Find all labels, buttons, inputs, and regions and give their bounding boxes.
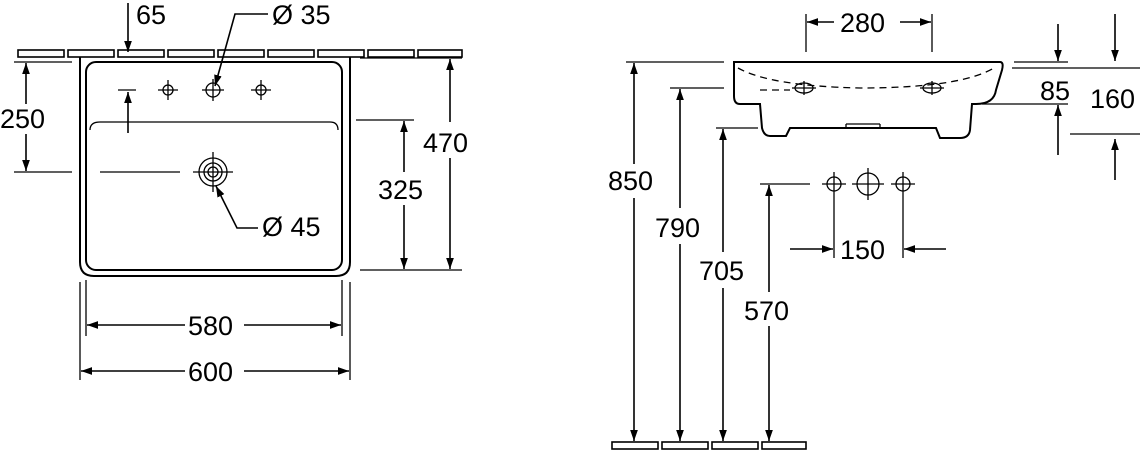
basin-outer-outline: [79, 57, 351, 277]
dim-label-tap-diameter: Ø 35: [272, 0, 331, 30]
basin-bowl-edge: [89, 121, 339, 131]
dim-label-160: 160: [1090, 84, 1135, 114]
dim-label-250: 250: [0, 104, 45, 134]
floor-segment: [611, 441, 807, 450]
tap-hole-left-icon: [158, 80, 178, 100]
fixing-hole-right-icon: [920, 81, 944, 95]
tap-hole-side-center-icon: [852, 168, 884, 200]
drain-icon: [193, 152, 233, 192]
tap-hole-side-right-icon: [891, 172, 915, 196]
dim-label-85: 85: [1040, 76, 1070, 106]
dim-label-850: 850: [608, 166, 653, 196]
front-view: 65 Ø 35 250 470 325 Ø 45 580: [0, 0, 468, 387]
tap-hole-center-icon: [202, 79, 224, 101]
basin-rim-outline: [85, 61, 343, 271]
dim-label-150: 150: [840, 235, 885, 265]
dim-label-580: 580: [188, 311, 233, 341]
dim-label-325: 325: [378, 175, 423, 205]
dim-label-65: 65: [136, 0, 166, 30]
dim-label-280: 280: [840, 8, 885, 38]
dim-label-790: 790: [655, 213, 700, 243]
dim-label-drain-diameter: Ø 45: [262, 212, 321, 242]
wall-segment-top: [17, 49, 463, 58]
dim-label-570: 570: [744, 296, 789, 326]
basin-bowl-dashed: [737, 67, 995, 89]
side-view: 280 85 160 850 790 705 570: [608, 8, 1140, 450]
dim-label-705: 705: [699, 256, 744, 286]
dim-label-470: 470: [423, 128, 468, 158]
tap-hole-right-icon: [251, 80, 271, 100]
fixing-hole-left-icon: [792, 81, 816, 95]
dim-label-600: 600: [188, 357, 233, 387]
basin-side-profile: [733, 61, 1004, 139]
tap-hole-side-left-icon: [822, 172, 846, 196]
